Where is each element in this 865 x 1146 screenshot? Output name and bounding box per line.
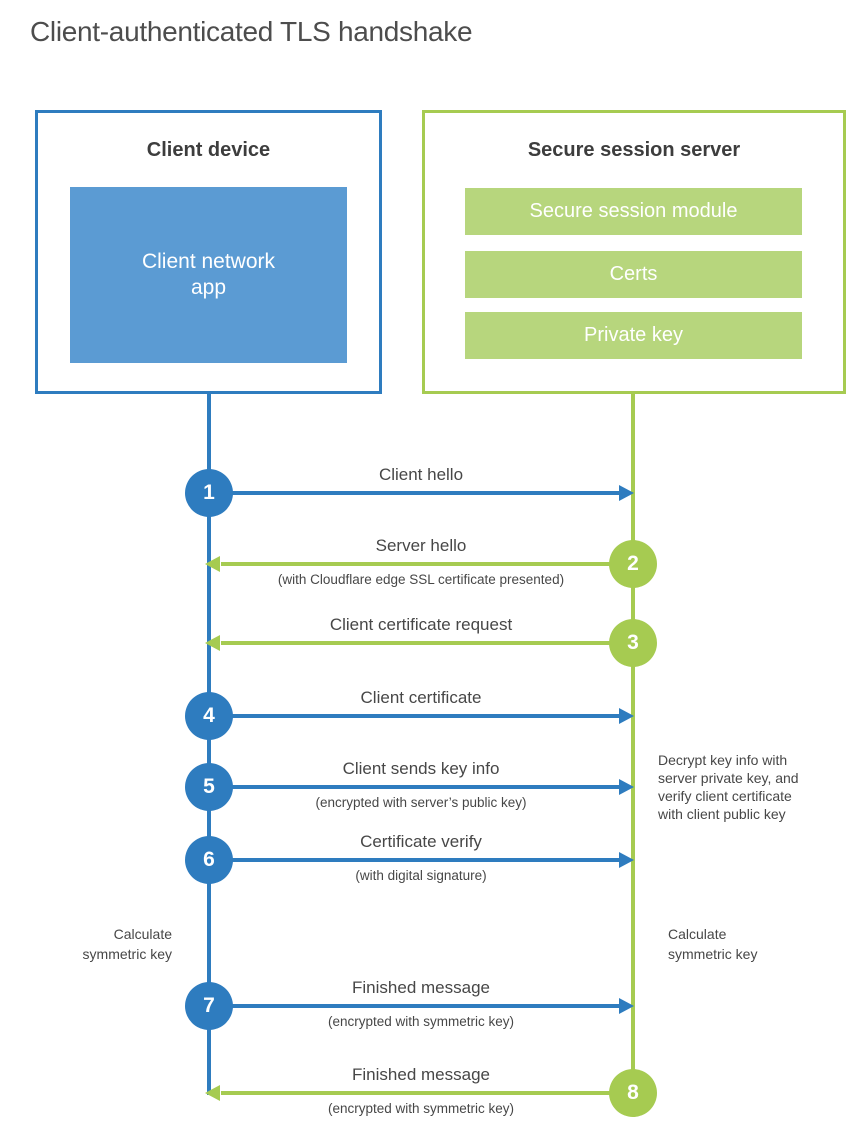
certs-bar: Certs bbox=[465, 251, 802, 298]
message-sublabel: (encrypted with symmetric key) bbox=[327, 1101, 515, 1116]
message-label: Certificate verify bbox=[360, 832, 482, 851]
message-sublabel: (with Cloudflare edge SSL certificate pr… bbox=[277, 572, 565, 587]
step-number-badge: 1 bbox=[185, 469, 233, 517]
decrypt-key-info-note: Decrypt key info with server private key… bbox=[658, 752, 799, 822]
arrow-head-right-icon bbox=[619, 852, 634, 868]
certs-label: Certs bbox=[609, 263, 658, 285]
step-number-badge: 8 bbox=[609, 1069, 657, 1117]
arrow-head-right-icon bbox=[619, 485, 634, 501]
secure-session-module-bar: Secure session module bbox=[465, 188, 802, 235]
arrow-line bbox=[231, 1004, 621, 1008]
arrow-head-right-icon bbox=[619, 708, 634, 724]
arrow-line bbox=[221, 1091, 611, 1095]
calculate-symmetric-key-note-server: Calculate symmetric key bbox=[668, 926, 758, 962]
message-label: Client sends key info bbox=[342, 759, 500, 778]
message-label: Finished message bbox=[352, 1065, 490, 1084]
secure-session-server-title: Secure session server bbox=[527, 139, 741, 161]
step-number-badge: 5 bbox=[185, 763, 233, 811]
client-device-title: Client device bbox=[146, 139, 271, 161]
client-network-app-box: Client network app bbox=[70, 187, 347, 363]
page-title: Client-authenticated TLS handshake bbox=[30, 16, 473, 47]
message-sublabel: (with digital signature) bbox=[355, 868, 487, 883]
arrow-head-left-icon bbox=[205, 635, 220, 651]
step-number-badge: 2 bbox=[609, 540, 657, 588]
message-label: Server hello bbox=[375, 536, 467, 555]
calculate-symmetric-key-note-client: Calculate symmetric key bbox=[82, 926, 172, 962]
arrow-line bbox=[231, 491, 621, 495]
message-label: Client certificate bbox=[360, 688, 482, 707]
arrow-line bbox=[221, 562, 611, 566]
private-key-label: Private key bbox=[584, 324, 683, 346]
private-key-bar: Private key bbox=[465, 312, 802, 359]
arrow-line bbox=[231, 858, 621, 862]
secure-session-module-label: Secure session module bbox=[529, 200, 738, 222]
step-number-badge: 3 bbox=[609, 619, 657, 667]
message-label: Finished message bbox=[352, 978, 490, 997]
arrow-line bbox=[221, 641, 611, 645]
message-label: Client certificate request bbox=[329, 615, 513, 634]
step-number-badge: 6 bbox=[185, 836, 233, 884]
step-number-badge: 4 bbox=[185, 692, 233, 740]
message-sublabel: (encrypted with symmetric key) bbox=[327, 1014, 515, 1029]
client-network-app-label: Client network app bbox=[141, 250, 276, 299]
arrow-head-left-icon bbox=[205, 556, 220, 572]
arrow-head-left-icon bbox=[205, 1085, 220, 1101]
arrow-head-right-icon bbox=[619, 998, 634, 1014]
step-number-badge: 7 bbox=[185, 982, 233, 1030]
message-sublabel: (encrypted with server’s public key) bbox=[315, 795, 527, 810]
arrow-line bbox=[231, 714, 621, 718]
arrow-head-right-icon bbox=[619, 779, 634, 795]
server-lifeline bbox=[631, 392, 635, 1093]
arrow-line bbox=[231, 785, 621, 789]
message-label: Client hello bbox=[378, 465, 464, 484]
client-lifeline bbox=[207, 392, 211, 1095]
